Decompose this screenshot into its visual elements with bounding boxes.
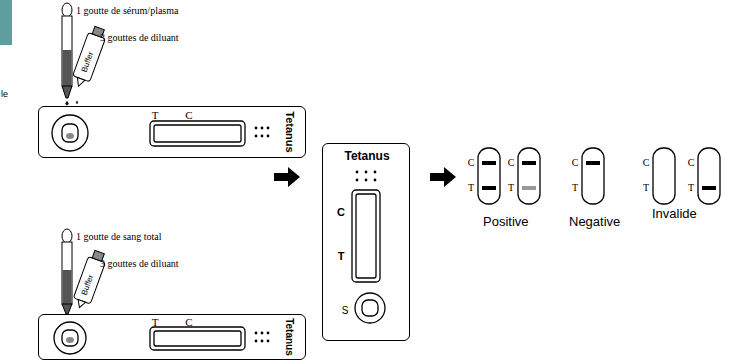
step-note: 3 gouttes de diluant xyxy=(100,33,179,43)
step-note: 1 goutte de sang total xyxy=(76,232,162,242)
line-letter: T xyxy=(572,183,578,193)
cut-label: le xyxy=(1,90,8,99)
cassette-text: C xyxy=(185,317,192,328)
cassette-text: T xyxy=(152,110,159,121)
marker-dots xyxy=(356,171,377,182)
test-cassette: T C Tetanus xyxy=(38,106,306,158)
line-letter: C xyxy=(508,158,515,168)
marker-dots xyxy=(255,332,270,343)
test-cassette: T C Tetanus xyxy=(38,314,306,360)
line-letter: T xyxy=(688,183,694,193)
result-label: Negative xyxy=(569,215,620,228)
cassette-parts xyxy=(352,190,385,323)
line-letter: C xyxy=(643,158,650,168)
cassette-parts xyxy=(52,115,245,151)
cassette-text: T xyxy=(152,317,159,328)
cassette-parts xyxy=(54,322,245,354)
step-arrow xyxy=(274,167,300,187)
result-label: Positive xyxy=(483,215,529,228)
result-strip xyxy=(478,148,720,204)
cassette-text: C xyxy=(185,110,192,121)
cassette-text: C xyxy=(337,207,345,218)
cassette-text: T xyxy=(338,251,345,262)
step-arrow xyxy=(430,167,456,187)
cassette-text: Tetanus xyxy=(344,150,389,162)
cassette-text: Tetanus xyxy=(284,111,295,152)
line-letter: C xyxy=(688,158,695,168)
line-letter: C xyxy=(468,158,475,168)
line-letter: T xyxy=(643,183,649,193)
side-tab xyxy=(0,0,12,45)
line-letter: C xyxy=(572,158,579,168)
dropper xyxy=(62,3,72,105)
cassette-text: Tetanus xyxy=(284,318,294,356)
drop xyxy=(76,101,78,104)
marker-dots xyxy=(255,127,270,138)
dropper xyxy=(62,229,72,314)
step-note: 1 goutte de sérum/plasma xyxy=(76,6,178,16)
result-label: Invalide xyxy=(652,207,697,220)
cassette-text: S xyxy=(342,306,349,316)
line-letter: T xyxy=(468,183,474,193)
step-note: 3 gouttes de diluant xyxy=(100,259,179,269)
test-cassette: TetanusC T S xyxy=(322,143,410,341)
line-letter: T xyxy=(508,183,514,193)
result-band xyxy=(482,161,716,190)
